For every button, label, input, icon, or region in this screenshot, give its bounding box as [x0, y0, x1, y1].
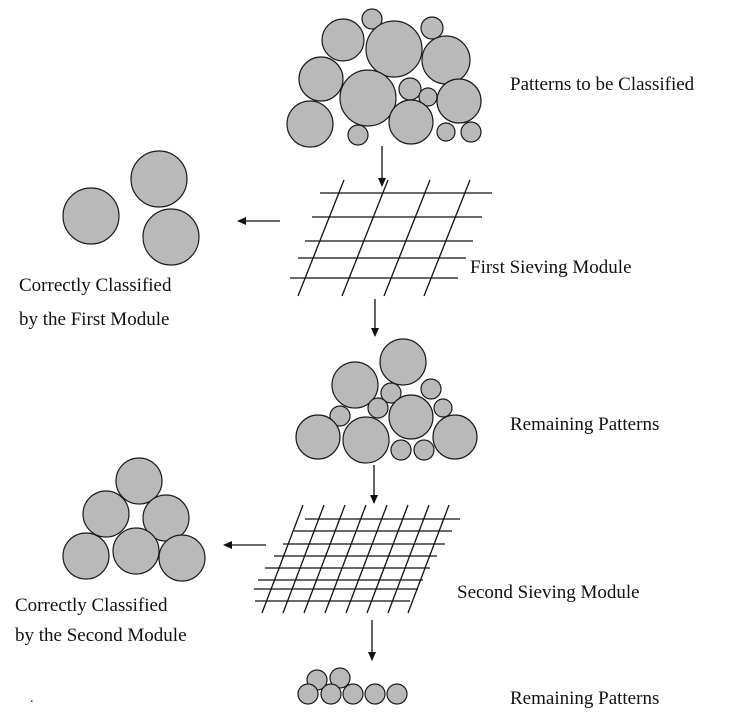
- sieve-line: [297, 179, 345, 297]
- pattern-ball: [420, 16, 444, 40]
- pattern-ball: [115, 457, 163, 505]
- remaining-patterns-final-label: Remaining Patterns: [510, 688, 660, 709]
- pattern-ball: [413, 439, 435, 461]
- pattern-ball: [320, 683, 342, 705]
- sieve-line: [282, 504, 325, 614]
- pattern-ball: [433, 398, 453, 418]
- sieve-line: [366, 504, 409, 614]
- correct-first-line2: by the First Module: [19, 309, 170, 330]
- correct-first-cluster: [62, 150, 200, 266]
- sieve-line: [345, 504, 388, 614]
- pattern-ball: [436, 78, 482, 124]
- pattern-ball: [112, 527, 160, 575]
- pattern-ball: [347, 124, 369, 146]
- pattern-ball: [329, 667, 351, 689]
- pattern-ball: [432, 414, 478, 460]
- patterns-to-classify-label: Patterns to be Classified: [510, 74, 695, 95]
- pattern-ball: [158, 534, 206, 582]
- pattern-ball: [398, 77, 422, 101]
- correct-second-cluster: [62, 457, 206, 582]
- pattern-ball: [388, 99, 434, 145]
- first-module-label: First Sieving Module: [470, 257, 632, 278]
- patterns-cluster: [286, 8, 482, 148]
- second-module-label: Second Sieving Module: [457, 582, 640, 603]
- correct-second-line1: Correctly Classified: [15, 595, 168, 616]
- pattern-ball: [380, 382, 402, 404]
- pattern-ball: [436, 122, 456, 142]
- pattern-ball: [329, 405, 351, 427]
- sieve-line: [261, 504, 304, 614]
- pattern-ball: [390, 439, 412, 461]
- pattern-ball: [364, 683, 386, 705]
- pattern-ball: [365, 20, 423, 78]
- sieve-line: [407, 504, 450, 614]
- pattern-ball: [295, 414, 341, 460]
- arrows: [223, 146, 386, 661]
- remaining-patterns-label: Remaining Patterns: [510, 414, 660, 435]
- sieve-line: [303, 504, 346, 614]
- pattern-ball: [361, 8, 383, 30]
- correct-first-line1: Correctly Classified: [19, 275, 172, 296]
- pattern-ball: [142, 208, 200, 266]
- sieve-line: [324, 504, 367, 614]
- sieve-line: [383, 179, 431, 297]
- pattern-ball: [460, 121, 482, 143]
- sieve-line: [423, 179, 471, 297]
- pattern-ball: [62, 187, 120, 245]
- remaining-patterns-cluster: [295, 338, 478, 464]
- pattern-ball: [297, 683, 319, 705]
- first-sieve-grid: [290, 179, 492, 297]
- second-sieve-grid: [254, 504, 460, 614]
- pattern-ball: [62, 532, 110, 580]
- pattern-ball: [298, 56, 344, 102]
- pattern-ball: [321, 18, 365, 62]
- pattern-ball: [286, 100, 334, 148]
- sieve-line: [387, 504, 430, 614]
- pattern-ball: [342, 683, 364, 705]
- pattern-ball: [367, 397, 389, 419]
- pattern-ball: [342, 416, 390, 464]
- correct-second-line2: by the Second Module: [15, 625, 187, 646]
- pattern-ball: [386, 683, 408, 705]
- pattern-ball: [421, 35, 471, 85]
- pattern-ball: [420, 378, 442, 400]
- stray-mark: .: [30, 691, 34, 706]
- sieve-line: [341, 179, 389, 297]
- pattern-ball: [82, 490, 130, 538]
- pattern-ball: [388, 394, 434, 440]
- pattern-ball: [130, 150, 188, 208]
- pattern-ball: [339, 69, 397, 127]
- pattern-ball: [331, 361, 379, 409]
- pattern-ball: [379, 338, 427, 386]
- remaining-patterns-final-cluster: [297, 667, 408, 705]
